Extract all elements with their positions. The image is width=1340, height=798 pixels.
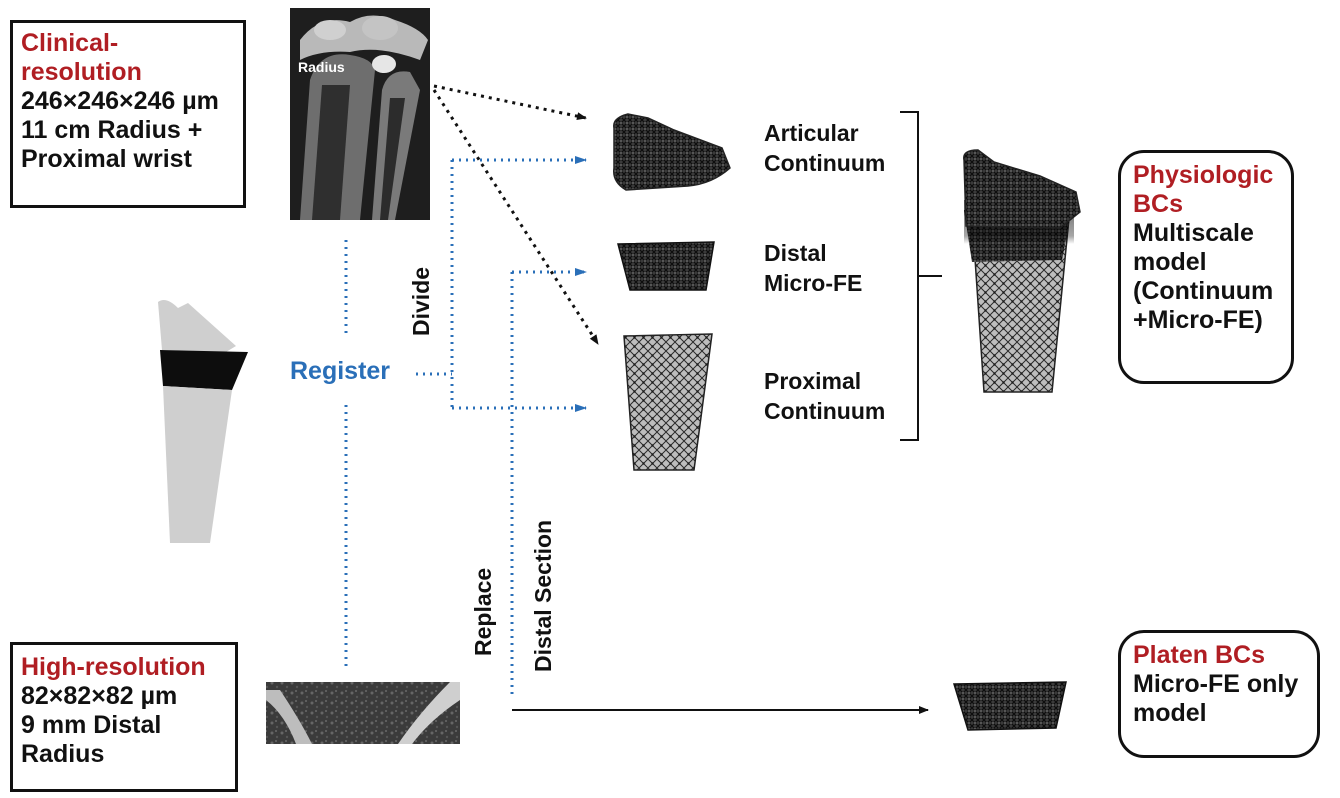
clinical-extent-2: Proximal wrist [21, 145, 235, 174]
platen-title: Platen BCs [1133, 641, 1305, 670]
clinical-title-line2: resolution [21, 58, 235, 87]
section-label-proximal: Proximal Continuum [764, 366, 885, 426]
highres-ct-image [266, 682, 460, 744]
proximal-mesh [624, 334, 712, 470]
platen-mesh [954, 682, 1066, 730]
bracket [900, 112, 918, 440]
register-label: Register [290, 356, 390, 386]
physiologic-title-line2: BCs [1133, 190, 1279, 219]
section-label-articular: Articular Continuum [764, 118, 885, 178]
replace-label: Replace [470, 568, 497, 656]
divide-label: Divide [408, 267, 435, 336]
clinical-voxel-size: 246×246×246 µm [21, 87, 235, 116]
physiologic-line1: Multiscale [1133, 219, 1279, 248]
articular-mesh [614, 114, 730, 190]
divide-arrow-articular [434, 86, 586, 118]
high-resolution-box: High-resolution 82×82×82 µm 9 mm Distal … [10, 642, 238, 792]
highres-voxel-size: 82×82×82 µm [21, 682, 227, 711]
platen-line2: model [1133, 699, 1305, 728]
section-label-distal: Distal Micro-FE [764, 238, 862, 298]
articular-region [158, 300, 236, 352]
physiologic-line3: (Continuum [1133, 277, 1279, 306]
physiologic-title-line1: Physiologic [1133, 161, 1279, 190]
proximal-region [163, 386, 232, 543]
multiscale-mesh [964, 150, 1080, 392]
ct-radius-label: Radius [298, 59, 345, 75]
distal-region [160, 350, 248, 390]
highres-title: High-resolution [21, 653, 227, 682]
radius-schematic [158, 300, 248, 543]
highres-extent: 9 mm Distal [21, 711, 227, 740]
clinical-title-line1: Clinical- [21, 29, 235, 58]
physiologic-bcs-box: Physiologic BCs Multiscale model (Contin… [1118, 150, 1294, 384]
clinical-resolution-box: Clinical- resolution 246×246×246 µm 11 c… [10, 20, 246, 208]
distal-section-label: Distal Section [530, 520, 557, 672]
divide-arrow-proximal [434, 90, 598, 344]
platen-line1: Micro-FE only [1133, 670, 1305, 699]
clinical-extent: 11 cm Radius + [21, 116, 235, 145]
platen-bcs-box: Platen BCs Micro-FE only model [1118, 630, 1320, 758]
highres-extent-2: Radius [21, 740, 227, 769]
physiologic-line2: model [1133, 248, 1279, 277]
clinical-ct-image: Radius [290, 8, 430, 220]
distal-mesh [618, 242, 714, 290]
physiologic-line4: +Micro-FE) [1133, 306, 1279, 335]
